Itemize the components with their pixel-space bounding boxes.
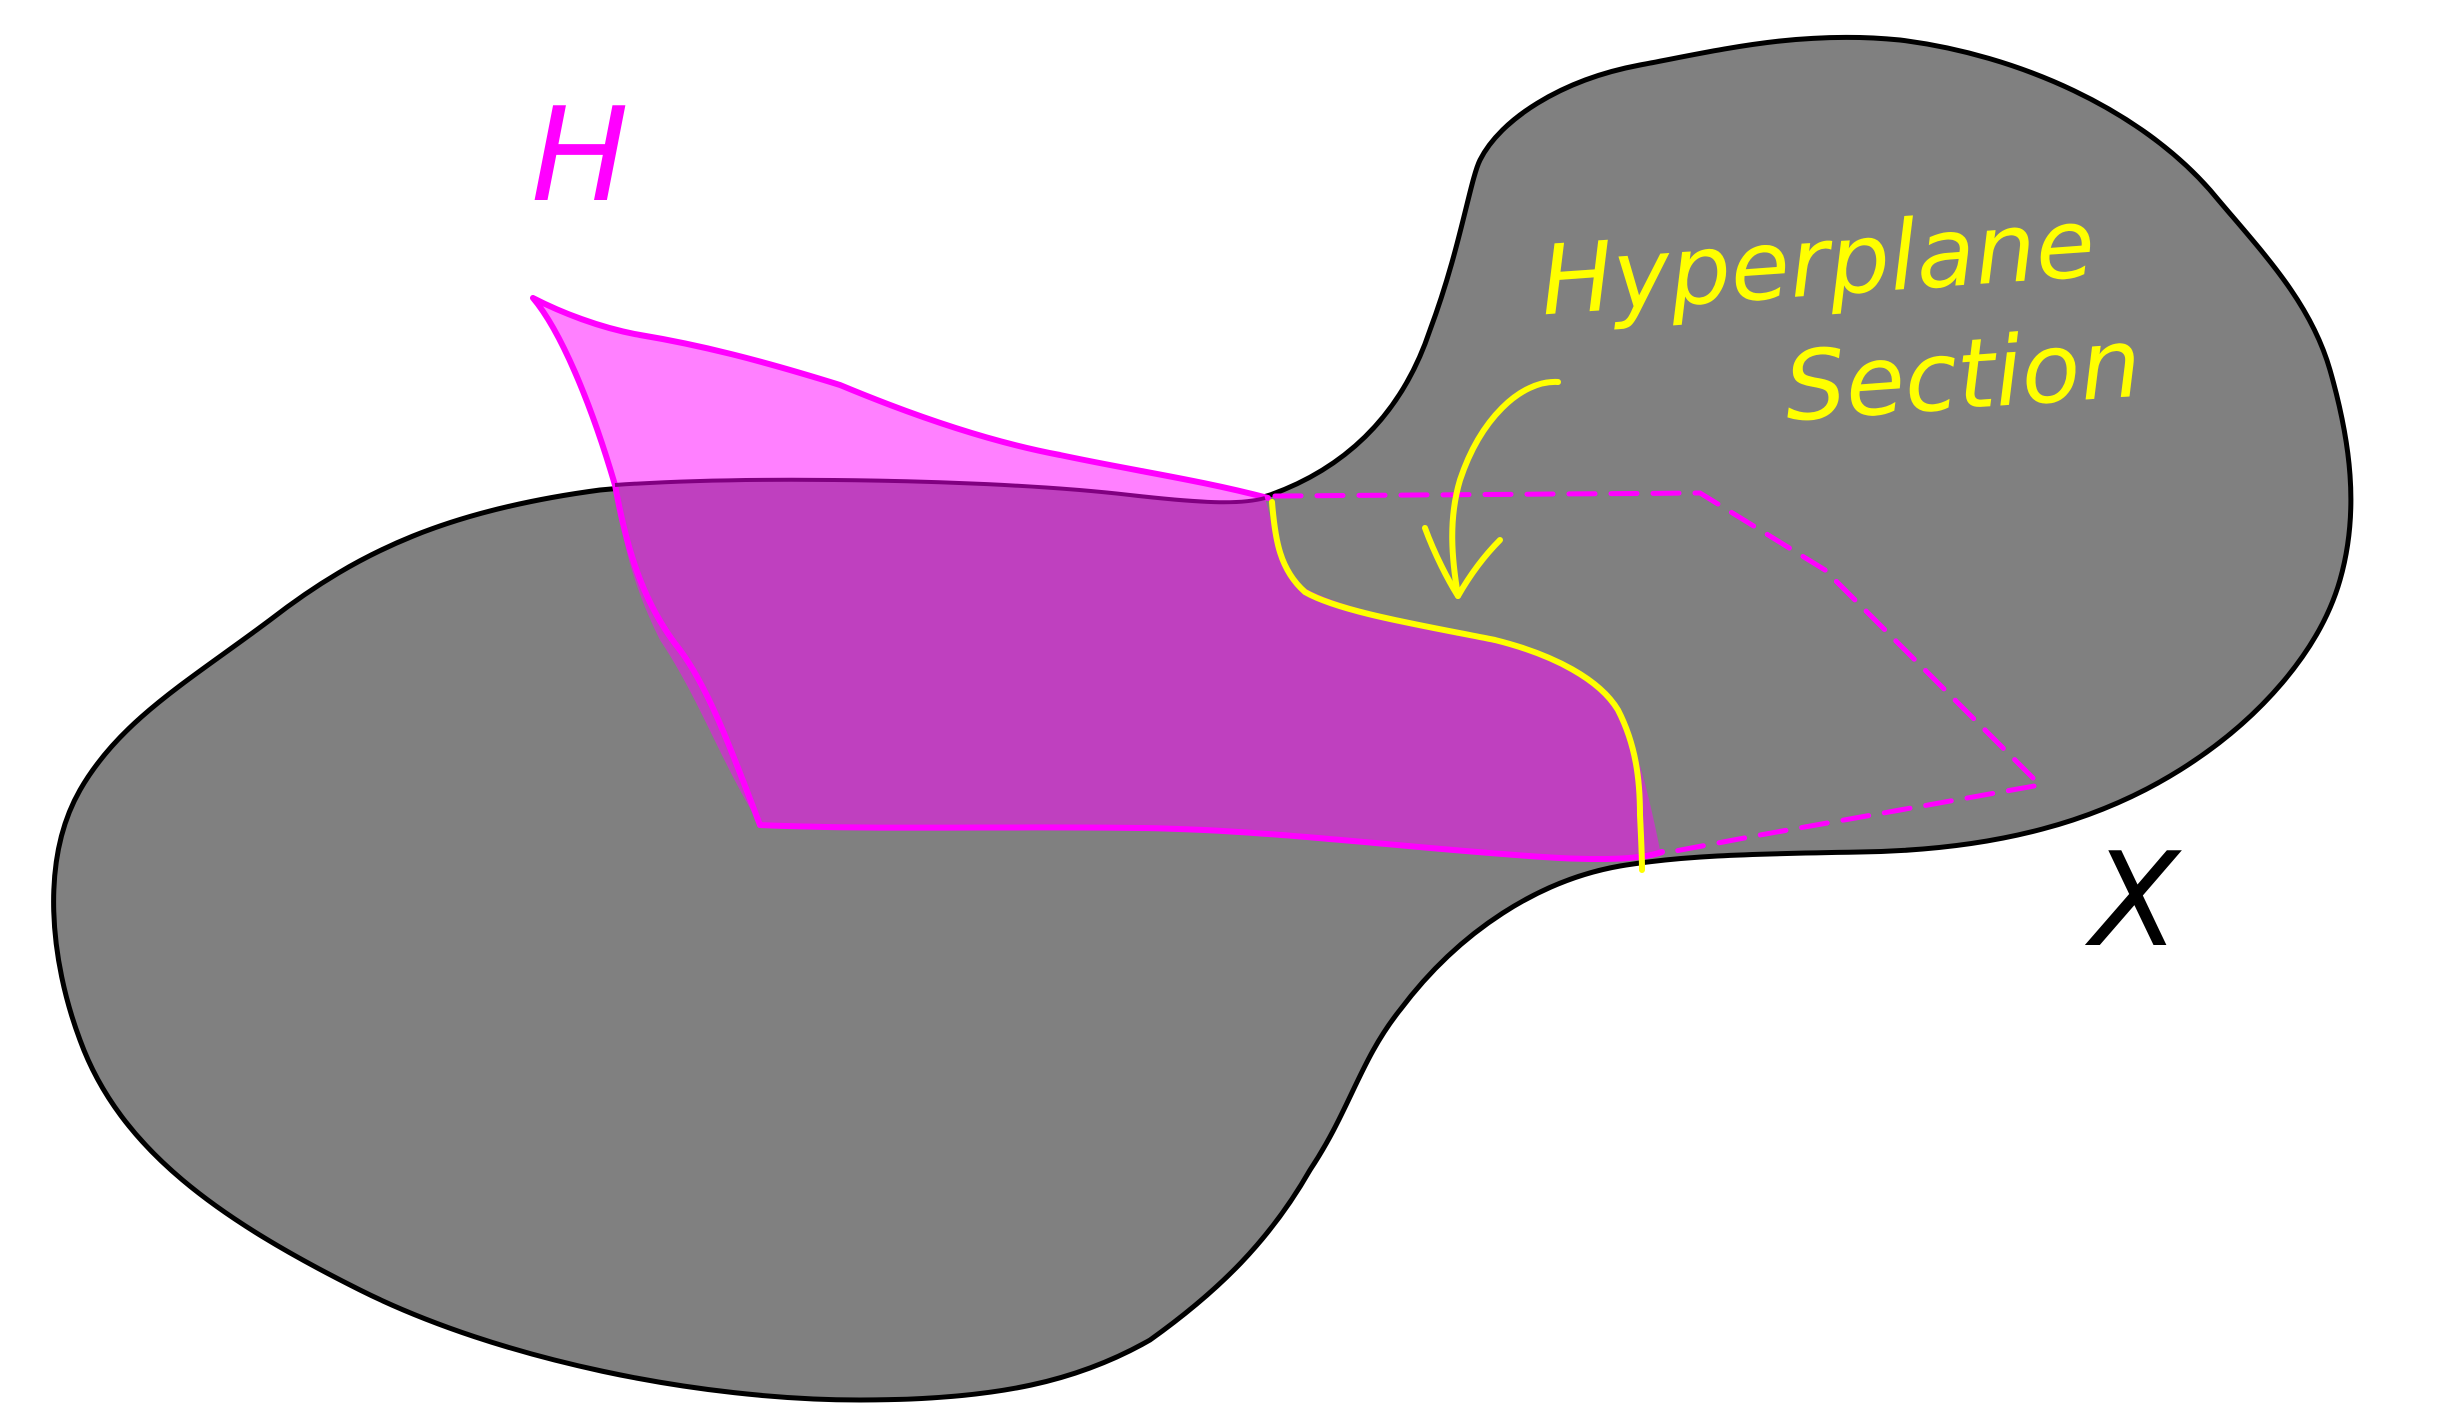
hyperplane-dashed-outline: [1272, 490, 2046, 856]
variety-label-group: X: [2084, 824, 2182, 976]
hyperplane-label: H: [531, 79, 629, 231]
hyperplane-section-curve: [1269, 499, 1645, 873]
hyperplane-lower-region: [615, 479, 1660, 860]
variety-label: X: [2084, 824, 2182, 976]
variety-edge-under-hyperplane: [614, 477, 1266, 505]
hyperplane-label-group: H: [531, 79, 629, 231]
annotation-line-2: Section: [1781, 307, 2145, 444]
curved-arrow-icon: [1422, 378, 1561, 599]
hyperplane-upper-region: [535, 300, 1265, 503]
